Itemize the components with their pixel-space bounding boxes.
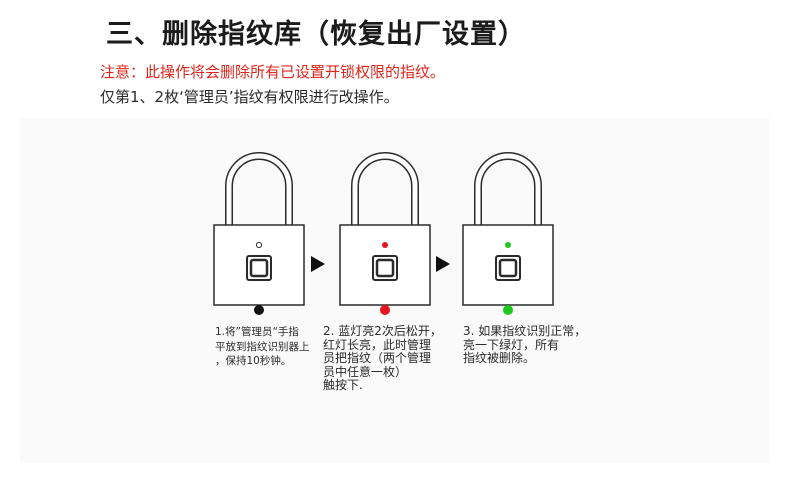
warning-text: 注意：此操作将会删除所有已设置开锁权限的指纹。 bbox=[100, 63, 446, 81]
arrow-right-icon bbox=[436, 256, 450, 272]
padlock-icon bbox=[213, 152, 305, 306]
status-indicator-dot bbox=[254, 305, 264, 315]
arrow-right-icon bbox=[311, 256, 325, 272]
note-text: 仅第1、2枚‘管理员’指纹有权限进行改操作。 bbox=[100, 88, 399, 106]
padlock-icon bbox=[462, 152, 554, 306]
padlock-icon bbox=[339, 152, 431, 306]
step-1-text: 1.将”管理员“手指 平放到指纹识别器上 ，保持10秒钟。 bbox=[215, 326, 310, 367]
status-indicator-dot bbox=[503, 305, 513, 315]
status-indicator-dot bbox=[380, 305, 390, 315]
step-3-text: 3. 如果指纹识别正常， 亮一下绿灯，所有 指纹被删除。 bbox=[463, 324, 587, 365]
page-title: 三、删除指纹库（恢复出厂设置） bbox=[106, 19, 526, 50]
step-2-text: 2. 蓝灯亮2次后松开， 红灯长亮，此时管理 员把指纹（两个管理 员中任意一枚）… bbox=[323, 324, 442, 392]
